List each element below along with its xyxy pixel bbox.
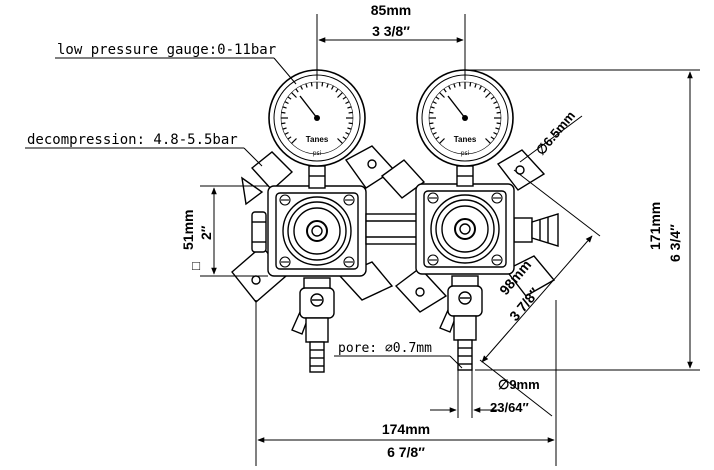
gauge-tick — [345, 101, 350, 105]
gauge-tick — [348, 122, 353, 125]
gauge-tick — [321, 82, 324, 87]
gauge-tick — [291, 138, 297, 144]
gauge-tick — [282, 106, 287, 109]
center-connector — [365, 213, 421, 245]
gauge-tick — [429, 111, 434, 114]
left-regulator — [231, 145, 396, 373]
gauge-tick — [439, 138, 445, 144]
gauge-tick — [430, 127, 435, 130]
dim-outlet-mm: ∅9mm — [498, 377, 540, 392]
gauge-tick — [430, 106, 435, 109]
right-pressure-gauge: Tanes psi — [416, 69, 514, 167]
gauge-tick — [291, 92, 297, 98]
gauge-tick — [337, 92, 343, 98]
right-gauge-unit: psi — [461, 150, 470, 157]
dim-gauge-spacing-mm: 85mm — [371, 2, 411, 18]
gauge-tick — [443, 88, 447, 93]
callout-low-pressure-gauge: low pressure gauge:0-11bar — [57, 42, 276, 58]
gauge-tick — [478, 85, 482, 90]
gauge-tick — [495, 106, 500, 109]
gauge-tick — [281, 122, 286, 125]
gauge-tick — [347, 127, 352, 130]
gauge-tick — [432, 131, 437, 135]
gauge-tick — [493, 101, 498, 105]
gauge-tick — [335, 88, 339, 93]
dim-gauge-diameter: ∅6.5mm — [533, 108, 578, 158]
gauge-tick — [490, 136, 495, 140]
gauge-tick — [284, 101, 289, 105]
gauge-tick — [490, 96, 495, 100]
gauge-tick — [330, 85, 334, 90]
gauge-tick — [485, 138, 491, 144]
gauge-tick — [305, 83, 308, 88]
dim-body-square-in: 2″ — [198, 225, 214, 240]
gauge-tick — [342, 96, 347, 100]
gauge-tick — [435, 136, 440, 140]
gauge-tick — [429, 122, 434, 125]
gauge-tick — [284, 131, 289, 135]
dim-body-square-prefix: □ — [192, 258, 200, 273]
callout-pore: pore: ∅0.7mm — [338, 341, 432, 356]
dim-height-in: 6 3/4″ — [667, 224, 683, 262]
gauge-tick — [348, 111, 353, 114]
gauge-tick — [310, 82, 313, 87]
gauge-tick — [432, 101, 437, 105]
dim-width-mm: 174mm — [382, 421, 430, 437]
gauge-tick — [435, 96, 440, 100]
gauge-tick — [453, 83, 456, 88]
dim-outlet-in: 23/64″ — [490, 400, 529, 415]
gauge-tick — [295, 88, 299, 93]
dim-body-square-mm: 51mm — [180, 210, 196, 250]
gauge-tick — [345, 131, 350, 135]
dim-width-in: 6 7/8″ — [387, 444, 425, 460]
gauge-tick — [281, 111, 286, 114]
callout-decompression: decompression: 4.8-5.5bar — [27, 132, 238, 148]
left-gauge-unit: psi — [313, 150, 322, 157]
gauge-tick — [483, 88, 487, 93]
dim-line-diagonal — [481, 235, 593, 363]
gauge-tick — [493, 131, 498, 135]
gauge-tick — [342, 136, 347, 140]
gauge-tick — [495, 127, 500, 130]
left-gauge-brand: Tanes — [306, 135, 329, 144]
gauge-tick — [474, 83, 477, 88]
gauge-tick — [287, 96, 292, 100]
gauge-tick — [469, 82, 472, 87]
dim-gauge-spacing-in: 3 3/8″ — [372, 23, 410, 39]
gauge-tick — [485, 92, 491, 98]
gauge-tick — [326, 83, 329, 88]
right-gauge-brand: Tanes — [454, 135, 477, 144]
left-pressure-gauge: Tanes psi — [268, 69, 366, 167]
gauge-tick — [282, 127, 287, 130]
gauge-tick — [347, 106, 352, 109]
gauge-tick — [300, 85, 304, 90]
gauge-tick — [496, 111, 501, 114]
gauge-tick — [448, 85, 452, 90]
gauge-tick — [439, 92, 445, 98]
dim-height-mm: 171mm — [647, 202, 663, 250]
gauge-tick — [458, 82, 461, 87]
gauge-tick — [287, 136, 292, 140]
gauge-tick — [496, 122, 501, 125]
gauge-tick — [337, 138, 343, 144]
